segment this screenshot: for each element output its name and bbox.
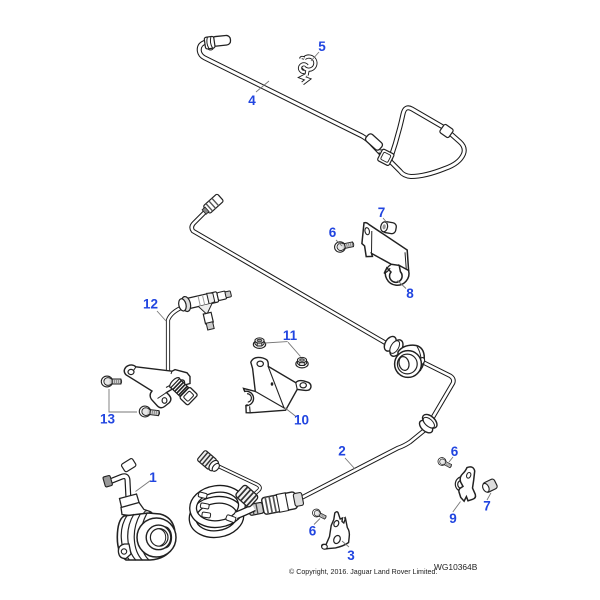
svg-text:7: 7 (483, 499, 491, 514)
svg-text:6: 6 (309, 524, 317, 539)
svg-text:12: 12 (143, 297, 158, 312)
svg-text:© Copyright, 2016. Jaguar Land: © Copyright, 2016. Jaguar Land Rover Lim… (289, 568, 437, 576)
svg-text:8: 8 (406, 286, 414, 301)
svg-text:10: 10 (294, 413, 309, 428)
svg-text:9: 9 (449, 511, 457, 526)
svg-text:1: 1 (149, 470, 157, 485)
svg-text:7: 7 (378, 205, 386, 220)
svg-text:4: 4 (248, 93, 256, 108)
svg-text:6: 6 (451, 444, 459, 459)
svg-text:3: 3 (347, 548, 355, 563)
svg-text:5: 5 (318, 39, 326, 54)
svg-text:WG10364B: WG10364B (434, 562, 478, 572)
svg-text:2: 2 (338, 444, 346, 459)
svg-text:6: 6 (329, 225, 337, 240)
svg-text:11: 11 (283, 328, 298, 343)
svg-text:13: 13 (100, 412, 116, 427)
